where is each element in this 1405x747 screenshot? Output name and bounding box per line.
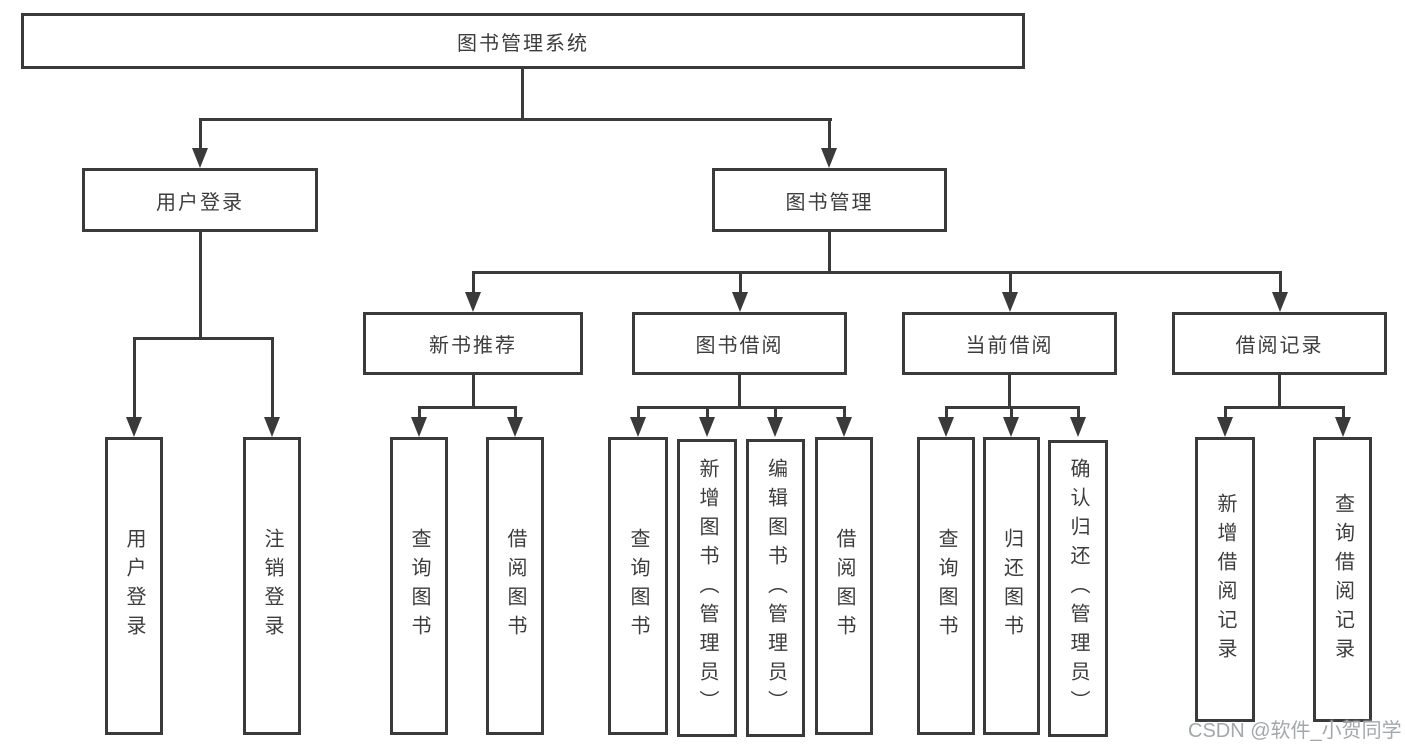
connector-vline [199, 118, 202, 150]
arrowhead-down-icon [465, 292, 481, 312]
connector-vline [472, 375, 475, 409]
arrowhead-down-icon [1272, 292, 1288, 312]
arrowhead-down-icon [411, 417, 427, 437]
leaf-query-borrow-record: 查询借阅记录 [1313, 437, 1372, 722]
leaf-borrow-books-recommend: 借阅图书 [486, 437, 544, 735]
leaf-add-borrow-record: 新增借阅记录 [1195, 437, 1255, 722]
arrowhead-down-icon [1003, 417, 1019, 437]
node-current-borrowing: 当前借阅 [902, 312, 1117, 375]
connector-vline [514, 406, 517, 419]
leaf-query-books-borrowing: 查询图书 [608, 437, 668, 735]
connector-vline [1008, 375, 1011, 409]
connector-vline [1010, 406, 1013, 419]
connector-vline [472, 271, 475, 294]
connector-vline [1342, 406, 1345, 419]
connector-vline [521, 69, 524, 118]
connector-vline [774, 406, 777, 419]
arrowhead-down-icon [1070, 417, 1086, 437]
connector-vline [706, 406, 709, 419]
arrowhead-down-icon [836, 417, 852, 437]
connector-vline [199, 232, 202, 340]
node-borrowing-records: 借阅记录 [1172, 312, 1387, 375]
connector-hline [472, 271, 1282, 274]
connector-vline [418, 406, 421, 419]
arrowhead-down-icon [1002, 292, 1018, 312]
csdn-watermark: CSDN @软件_小贺同学 [1188, 720, 1402, 742]
connector-vline [945, 406, 948, 419]
connector-vline [1224, 406, 1227, 419]
node-new-book-recommendation: 新书推荐 [363, 312, 583, 375]
connector-vline [1279, 271, 1282, 294]
connector-vline [637, 406, 640, 419]
connector-vline [1278, 375, 1281, 409]
leaf-add-books-admin: 新增图书（管理员） [677, 439, 737, 737]
leaf-return-books: 归还图书 [983, 437, 1040, 735]
arrowhead-down-icon [699, 417, 715, 437]
arrowhead-down-icon [1217, 417, 1233, 437]
connector-hline [199, 118, 832, 121]
connector-vline [133, 337, 136, 419]
leaf-user-login: 用户登录 [105, 437, 163, 735]
node-book-management: 图书管理 [712, 168, 947, 232]
arrowhead-down-icon [192, 148, 208, 168]
arrowhead-down-icon [630, 417, 646, 437]
arrowhead-down-icon [938, 417, 954, 437]
leaf-logout: 注销登录 [243, 437, 301, 735]
connector-vline [738, 375, 741, 409]
connector-vline [739, 271, 742, 294]
arrowhead-down-icon [767, 417, 783, 437]
node-book-management-system: 图书管理系统 [21, 13, 1025, 69]
arrowhead-down-icon [126, 417, 142, 437]
leaf-query-books-recommend: 查询图书 [390, 437, 448, 735]
leaf-edit-books-admin: 编辑图书（管理员） [746, 439, 805, 737]
arrowhead-down-icon [1335, 417, 1351, 437]
connector-vline [828, 118, 831, 150]
connector-vline [828, 232, 831, 274]
node-user-login: 用户登录 [82, 168, 318, 232]
connector-vline [271, 337, 274, 419]
arrowhead-down-icon [507, 417, 523, 437]
leaf-confirm-return-admin: 确认归还（管理员） [1048, 440, 1108, 737]
arrowhead-down-icon [732, 292, 748, 312]
connector-hline [1224, 406, 1345, 409]
connector-vline [1009, 271, 1012, 294]
connector-hline [418, 406, 517, 409]
connector-vline [843, 406, 846, 419]
connector-vline [1077, 406, 1080, 419]
leaf-query-books-current: 查询图书 [917, 437, 975, 735]
arrowhead-down-icon [264, 417, 280, 437]
node-book-borrowing: 图书借阅 [632, 312, 847, 375]
connector-hline [133, 337, 273, 340]
arrowhead-down-icon [821, 148, 837, 168]
connector-hline [637, 406, 846, 409]
leaf-borrow-books: 借阅图书 [815, 437, 873, 735]
